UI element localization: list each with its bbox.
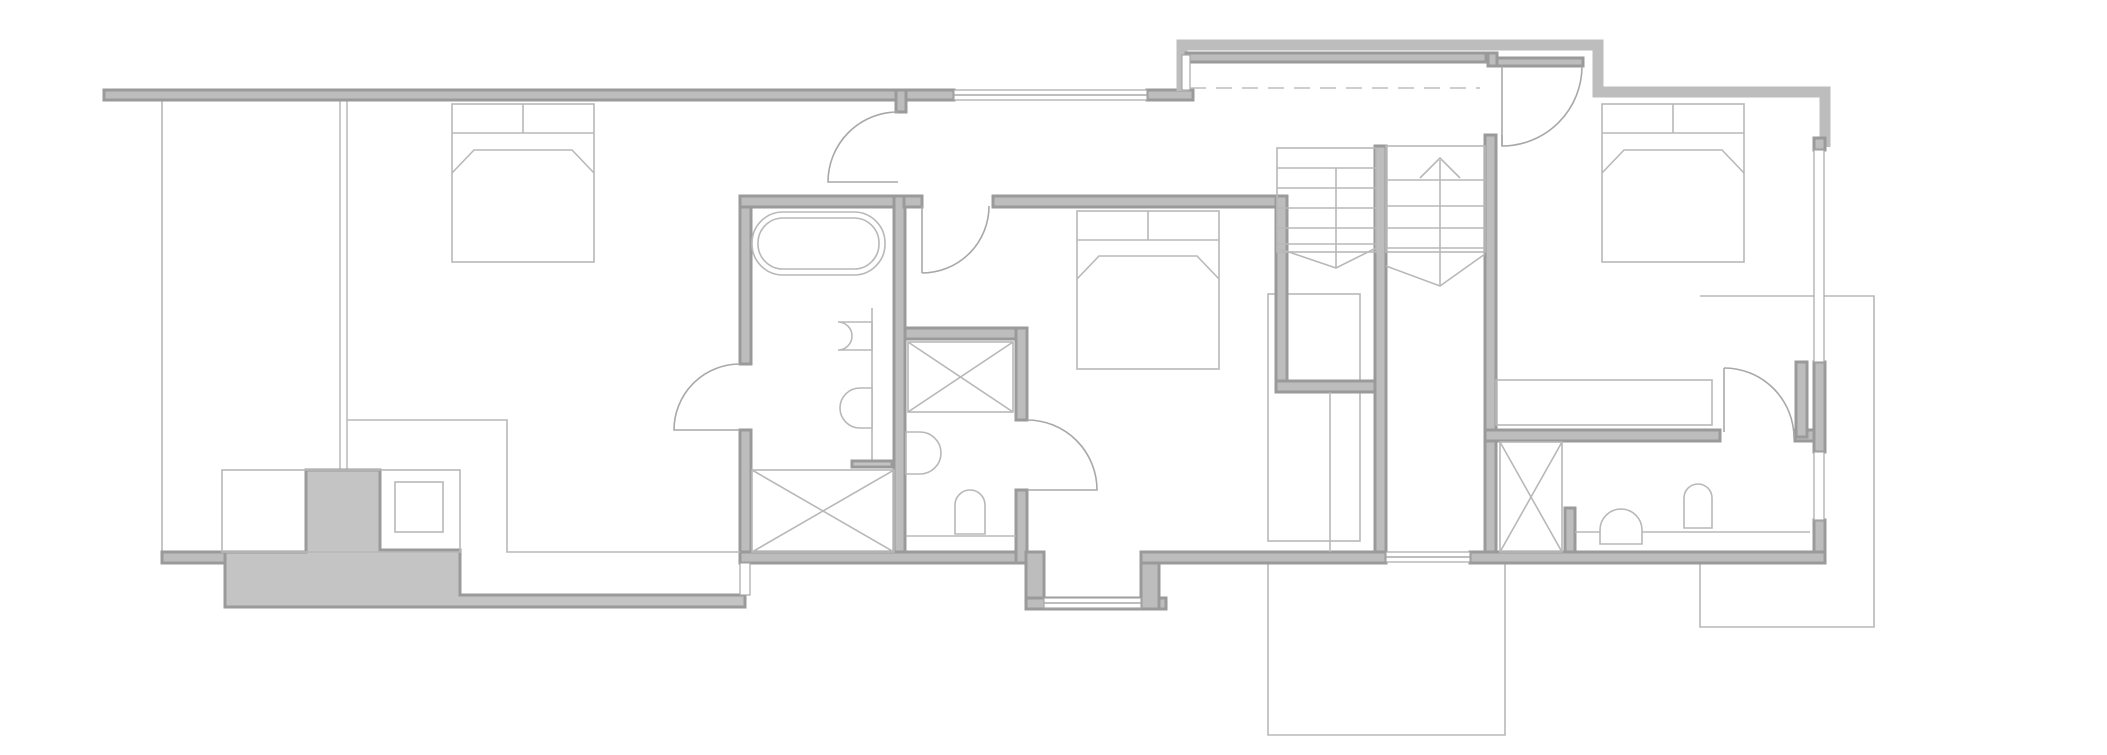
door-swing-icon	[921, 205, 990, 274]
shower-cross	[1499, 441, 1563, 553]
stair-flight-1	[1276, 147, 1377, 253]
east-ensuite-north-wall	[1483, 428, 1722, 443]
shower-ensuite-east	[1499, 441, 1563, 553]
north-wall-west	[102, 88, 956, 102]
ensuite-north-wall	[903, 326, 1029, 341]
balcony-east-outline	[1267, 293, 1361, 542]
stove	[394, 481, 444, 533]
mid-bedroom-north-wall	[991, 194, 1288, 209]
bath-west-wall-upper	[738, 194, 753, 366]
chimney-mass	[223, 468, 747, 609]
door-swing-icon	[827, 111, 899, 183]
staircase	[1190, 87, 1486, 552]
washbasin	[837, 321, 873, 351]
east-bedroom-west-wall	[1483, 133, 1498, 557]
bath-door-stub	[902, 194, 924, 209]
shower-ensuite-middle	[907, 341, 1014, 413]
terrace-east-outline	[1699, 295, 1875, 628]
ensuite-east-wall-lower	[1014, 488, 1029, 565]
hearth-outline	[221, 469, 461, 553]
doors	[673, 65, 1795, 491]
bed-middle	[1076, 210, 1220, 370]
ensuite-east-wall	[1014, 326, 1029, 422]
bed-duvet	[1076, 255, 1220, 280]
window-west-sw	[739, 562, 751, 596]
bench-outline	[347, 419, 740, 553]
terrace-south-outline	[1267, 563, 1506, 736]
towel-rail	[850, 459, 894, 469]
south-wall-east	[1468, 550, 1827, 565]
toilet	[1683, 483, 1713, 529]
windows	[739, 54, 1825, 609]
bath-north-wall	[738, 194, 912, 209]
stair-landing-wall	[1274, 379, 1386, 394]
door-swing-icon	[673, 363, 741, 431]
bed-west	[451, 103, 595, 263]
east-wall-top	[1812, 136, 1827, 152]
washbasin	[1599, 508, 1643, 545]
door-swing-icon	[1501, 65, 1583, 147]
bed-duvet	[451, 149, 595, 174]
bathtub-inner	[757, 217, 880, 270]
wardrobe	[1495, 379, 1713, 426]
north-wall-mid	[1145, 88, 1195, 102]
window-east-1	[1813, 149, 1825, 363]
window-east-2	[1813, 451, 1825, 521]
south-wall-mid	[1139, 550, 1388, 565]
bathtub	[751, 211, 886, 276]
north-inner-wall	[1184, 51, 1488, 64]
north-projection-wall	[1176, 39, 1831, 147]
shower-cross	[751, 469, 895, 553]
shower-cross	[907, 341, 1014, 413]
north-wall-stub	[894, 88, 908, 114]
toilet	[905, 431, 942, 475]
shower-bath	[751, 469, 895, 553]
bed-east	[1601, 103, 1745, 263]
bath-ensuite-partition	[892, 194, 907, 565]
bath-west-wall-lower	[738, 428, 753, 565]
north-inner-wall-2	[1495, 56, 1585, 68]
east-wall-mid-2	[1812, 360, 1827, 454]
toilet	[839, 387, 873, 429]
south-wall-bath	[738, 550, 1042, 565]
stair-winder	[1276, 247, 1377, 269]
door-swing-icon	[1026, 419, 1098, 491]
washbasin	[954, 489, 986, 535]
window-north-proj	[1181, 54, 1191, 91]
ensuite-shower-stub	[1563, 506, 1577, 554]
fixtures	[221, 103, 1810, 553]
bed-duvet	[1601, 149, 1745, 174]
stair-up-arrow-icon	[1419, 156, 1461, 179]
door-swing-icon	[1723, 367, 1795, 439]
stair-flight-2	[1385, 145, 1486, 253]
east-wall-mid	[1794, 360, 1809, 439]
stair-winder	[1385, 253, 1486, 287]
